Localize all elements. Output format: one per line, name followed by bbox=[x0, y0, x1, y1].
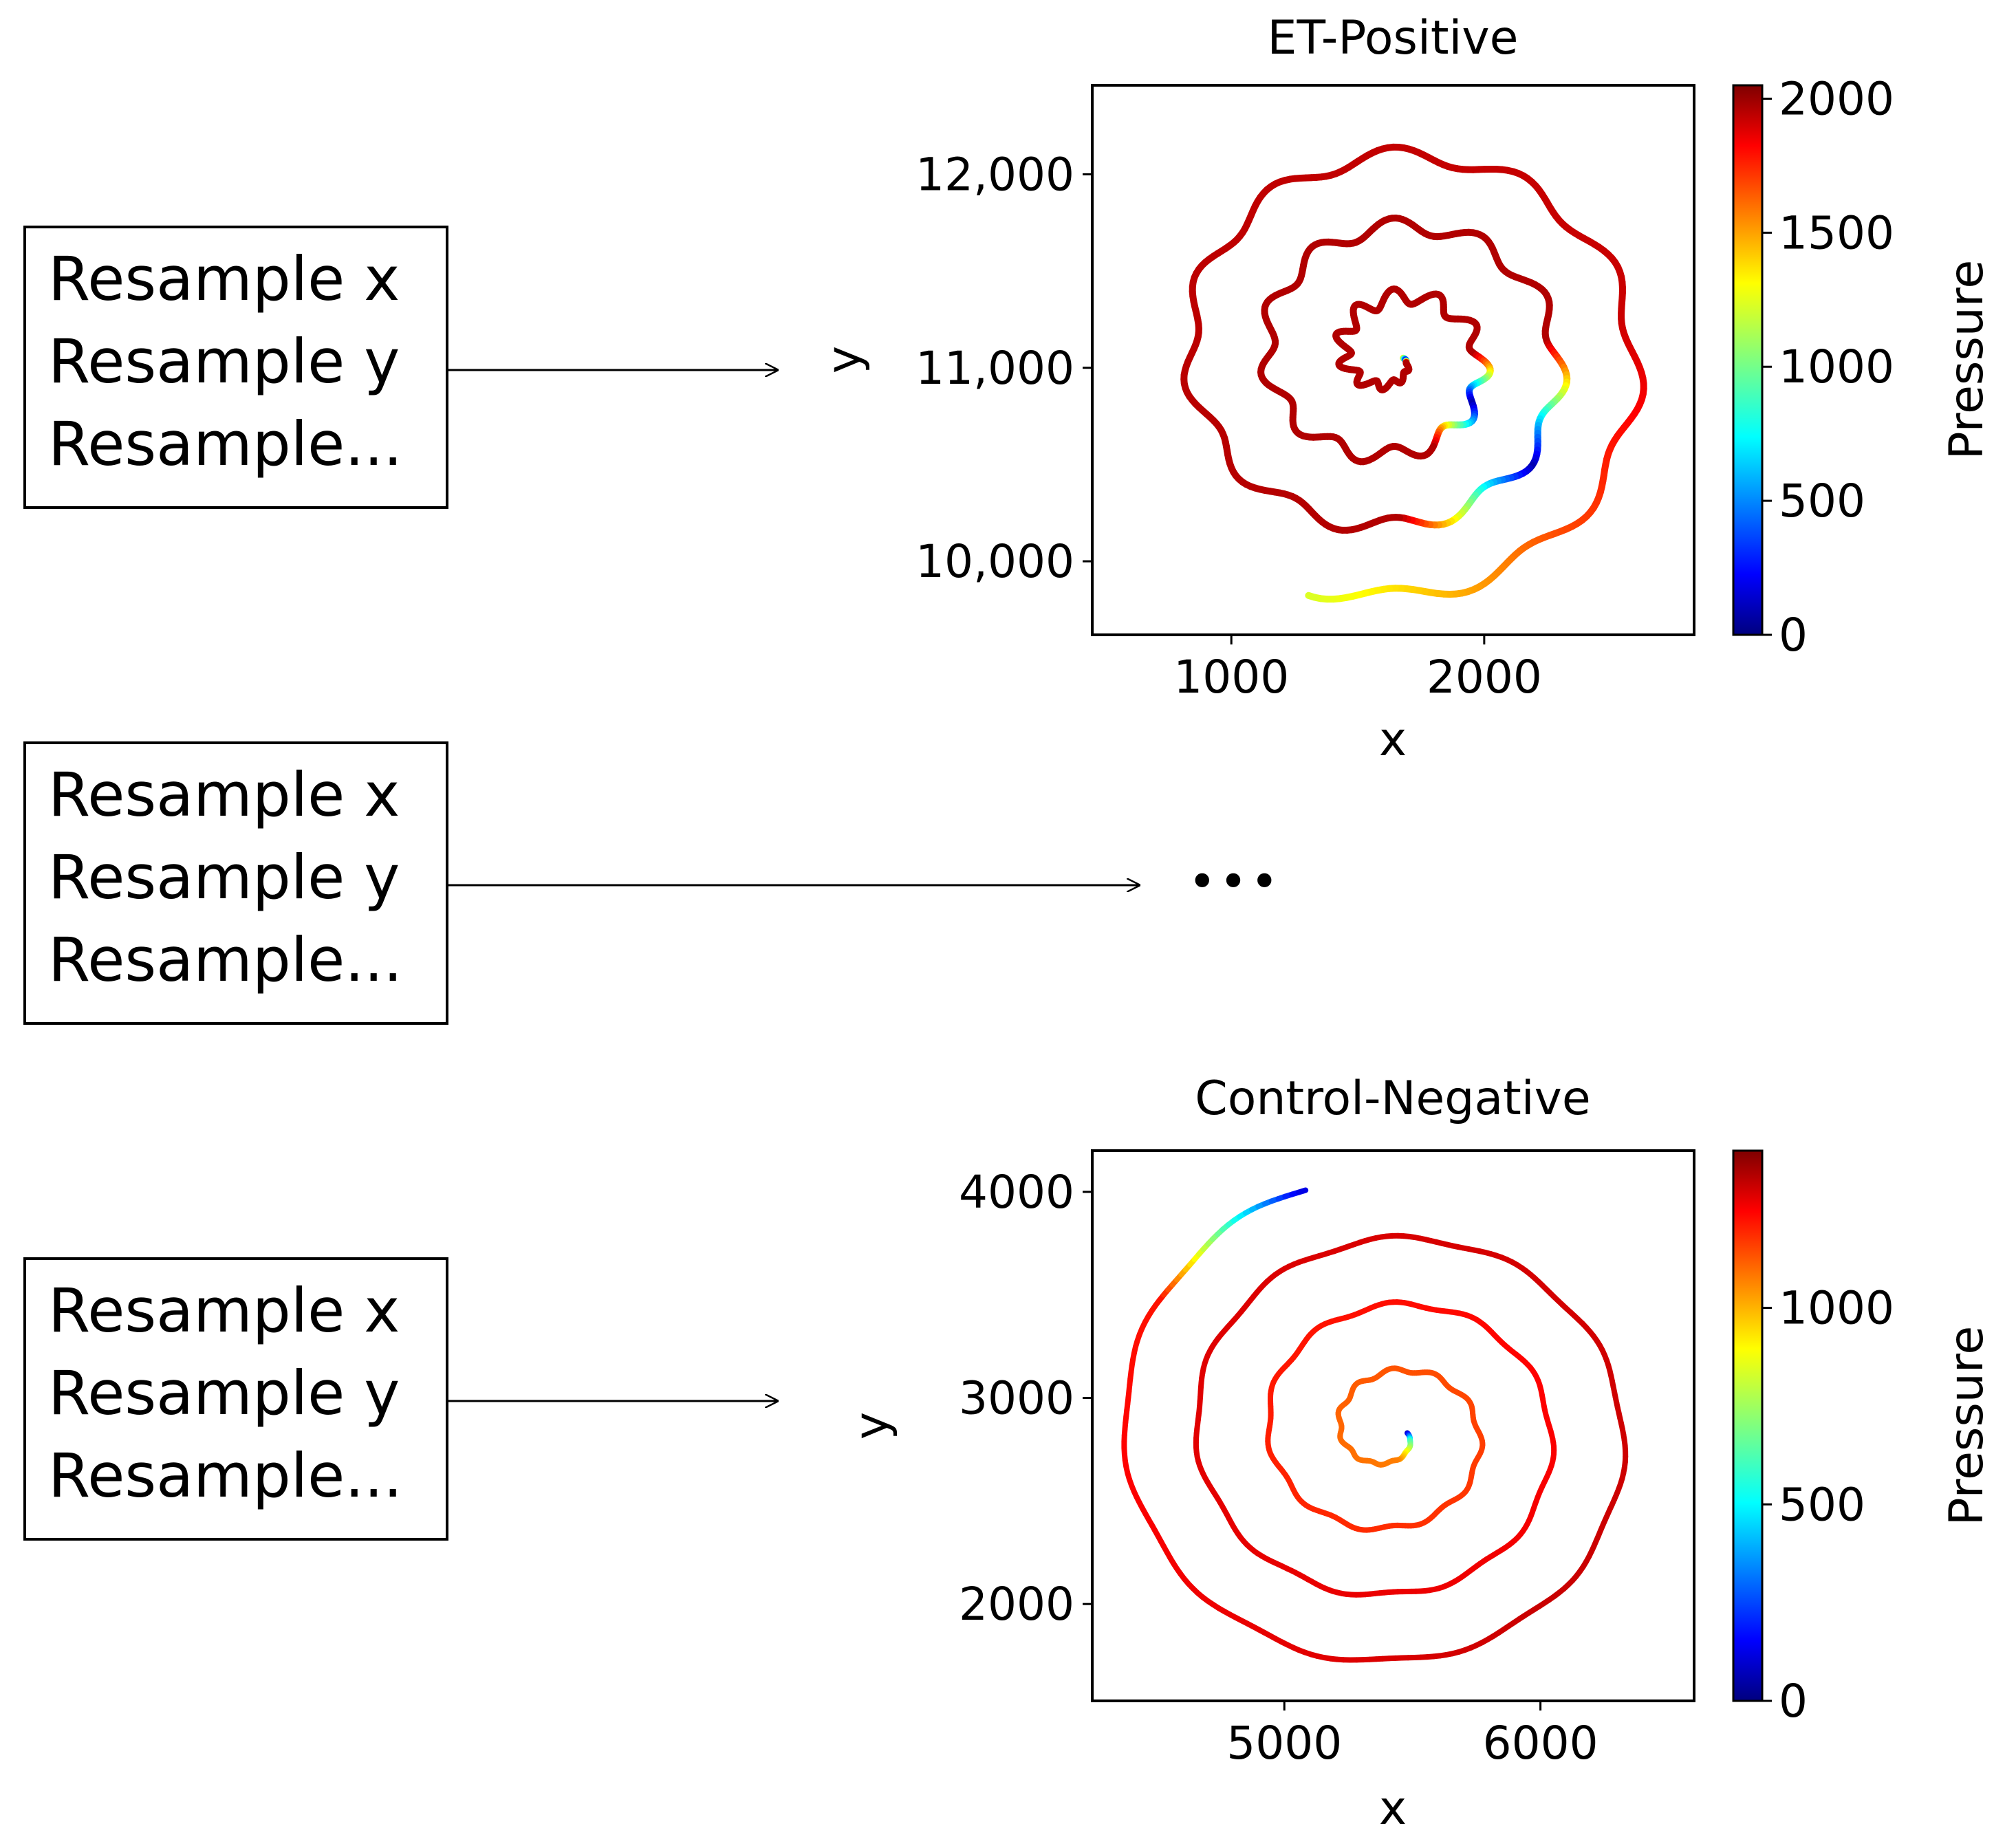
colorbar-tick-label: 1000 bbox=[1779, 1282, 1894, 1335]
trace-segment bbox=[1296, 1187, 1309, 1195]
resample-box-1-line-2: Resample y bbox=[48, 326, 400, 397]
resample-box-2-line-2: Resample y bbox=[48, 842, 400, 913]
x-ticks: 5000 6000 bbox=[1226, 1701, 1598, 1770]
colorbar-tick-label: 0 bbox=[1779, 609, 1808, 662]
y-axis-label: y bbox=[817, 346, 871, 373]
resample-box-3: Resample x Resample y Resample... bbox=[23, 1257, 448, 1541]
plot-traces bbox=[1121, 1187, 1629, 1663]
trace-segment bbox=[1305, 591, 1319, 601]
y-tick-label: 4000 bbox=[959, 1166, 1074, 1219]
x-tick-label: 6000 bbox=[1483, 1717, 1598, 1770]
plot-traces bbox=[1180, 143, 1647, 603]
y-tick-label: 2000 bbox=[959, 1578, 1074, 1631]
plot-frame bbox=[1091, 84, 1695, 636]
y-tick-label: 12,000 bbox=[915, 148, 1074, 201]
y-ticks: 2000 3000 4000 bbox=[959, 1166, 1092, 1631]
colorbar-label: Pressure bbox=[1940, 1326, 1994, 1525]
chart-title: Control-Negative bbox=[1195, 1072, 1591, 1126]
y-axis-label: y bbox=[845, 1412, 899, 1440]
resample-box-2-line-1: Resample x bbox=[48, 759, 400, 830]
resample-box-2: Resample x Resample y Resample... bbox=[23, 741, 448, 1025]
x-tick-label: 5000 bbox=[1226, 1717, 1342, 1770]
colorbar-tick-label: 500 bbox=[1779, 475, 1865, 528]
ellipsis: ••• bbox=[1188, 854, 1281, 910]
resample-box-3-line-1: Resample x bbox=[48, 1275, 400, 1346]
x-ticks: 1000 2000 bbox=[1173, 635, 1542, 704]
resample-box-1: Resample x Resample y Resample... bbox=[23, 226, 448, 509]
colorbar-tick-label: 2000 bbox=[1779, 72, 1894, 125]
x-axis-label: x bbox=[1379, 713, 1407, 767]
x-tick-label: 2000 bbox=[1427, 651, 1542, 704]
y-ticks: 10,000 11,000 12,000 bbox=[915, 148, 1092, 588]
colorbar-tick-label: 1000 bbox=[1779, 340, 1894, 393]
x-tick-label: 1000 bbox=[1173, 651, 1289, 704]
y-tick-label: 3000 bbox=[959, 1372, 1074, 1425]
colorbar bbox=[1732, 84, 1764, 636]
colorbar-tick-label: 1500 bbox=[1779, 206, 1894, 259]
plot-frame bbox=[1091, 1149, 1695, 1702]
x-axis-label: x bbox=[1379, 1781, 1407, 1836]
resample-box-3-line-3: Resample... bbox=[48, 1440, 402, 1511]
colorbar-ticks: 0 500 1000 bbox=[1762, 1282, 1894, 1728]
y-tick-label: 11,000 bbox=[915, 342, 1074, 395]
resample-box-1-line-1: Resample x bbox=[48, 243, 400, 314]
colorbar-tick-label: 500 bbox=[1779, 1478, 1865, 1531]
colorbar-label: Pressure bbox=[1940, 260, 1994, 459]
resample-box-2-line-3: Resample... bbox=[48, 924, 402, 995]
y-tick-label: 10,000 bbox=[915, 535, 1074, 588]
resample-box-1-line-3: Resample... bbox=[48, 409, 402, 479]
chart-title: ET-Positive bbox=[1268, 11, 1519, 65]
colorbar bbox=[1732, 1149, 1764, 1702]
colorbar-tick-label: 0 bbox=[1779, 1675, 1808, 1728]
resample-box-3-line-2: Resample y bbox=[48, 1358, 400, 1429]
colorbar-ticks: 0 500 1000 1500 2000 bbox=[1762, 72, 1894, 662]
